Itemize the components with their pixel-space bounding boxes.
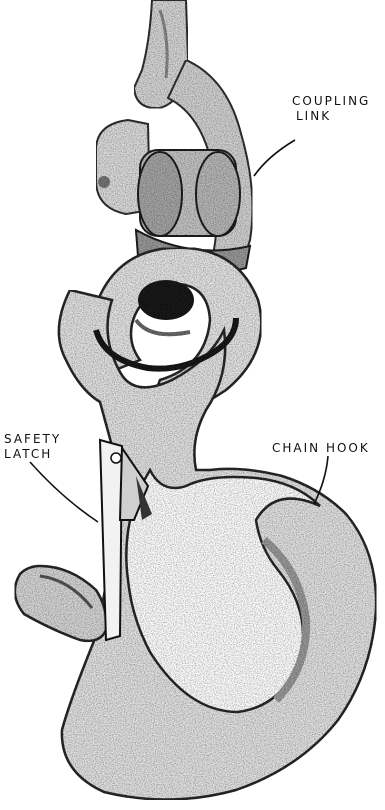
coupling-link-label: COUPLING LINK	[292, 94, 370, 124]
coupling-link-label-line1: COUPLING	[292, 94, 370, 109]
chain-hook-label: CHAIN HOOK	[272, 441, 370, 456]
leader-safety-latch	[30, 462, 98, 522]
safety-latch-label-line2: LATCH	[4, 447, 61, 462]
chain-hook-label-line1: CHAIN HOOK	[272, 441, 370, 456]
coupling-link-label-line2: LINK	[292, 109, 370, 124]
safety-latch-label-line1: SAFETY	[4, 432, 61, 447]
coupling-link	[96, 60, 252, 273]
safety-latch-label: SAFETY LATCH	[4, 432, 61, 462]
leader-coupling-link	[254, 140, 295, 176]
chain-hook	[15, 290, 376, 800]
